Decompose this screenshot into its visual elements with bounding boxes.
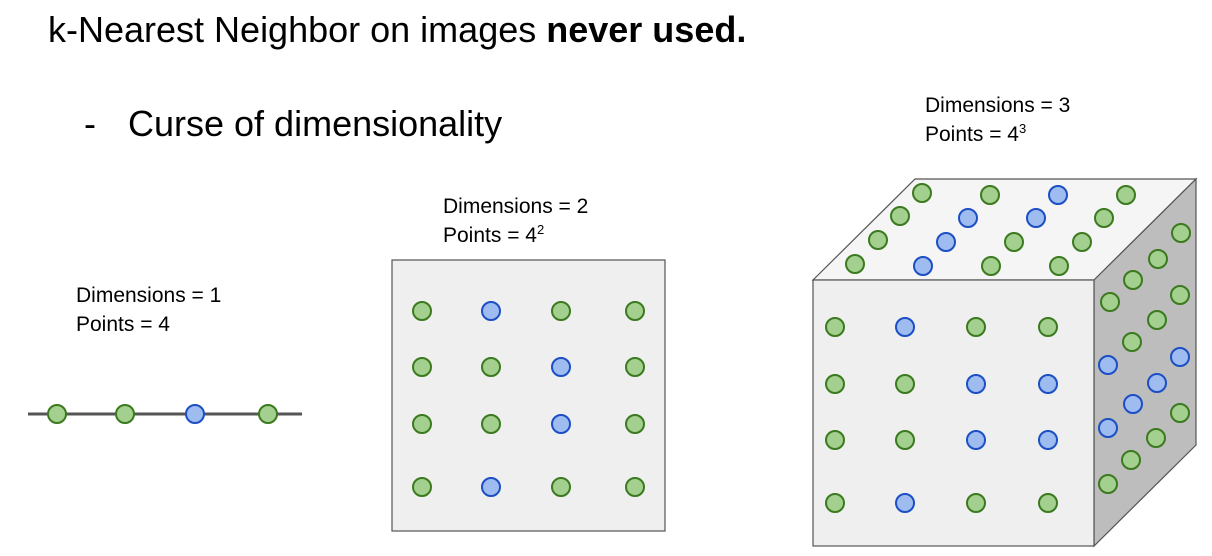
point-3d-top-blue xyxy=(936,232,956,252)
point-3d-top-green xyxy=(845,254,865,274)
point-3d-front-green xyxy=(825,430,845,450)
point-1d-green xyxy=(258,404,278,424)
point-2d-green xyxy=(625,414,645,434)
point-1d-green xyxy=(115,404,135,424)
point-3d-top-green xyxy=(980,185,1000,205)
point-3d-side-green xyxy=(1100,292,1120,312)
label-1d: Dimensions = 1 Points = 4 xyxy=(76,281,221,339)
point-3d-top-green xyxy=(912,183,932,203)
point-3d-side-green xyxy=(1170,403,1190,423)
point-3d-side-blue xyxy=(1098,418,1118,438)
point-3d-top-green xyxy=(981,256,1001,276)
cube-3d-group xyxy=(811,177,1198,548)
points-label-2d: Points = 42 xyxy=(443,221,588,250)
point-3d-front-green xyxy=(895,430,915,450)
point-3d-side-green xyxy=(1171,223,1191,243)
point-3d-top-green xyxy=(890,206,910,226)
point-3d-side-green xyxy=(1147,310,1167,330)
point-2d-green xyxy=(412,477,432,497)
point-2d-blue xyxy=(481,301,501,321)
point-3d-front-green xyxy=(825,493,845,513)
point-3d-top-green xyxy=(868,230,888,250)
points-label-1d: Points = 4 xyxy=(76,310,221,339)
square-2d-group xyxy=(391,259,666,532)
point-3d-top-blue xyxy=(1048,185,1068,205)
bullet-marker: - xyxy=(84,103,96,144)
point-2d-blue xyxy=(551,357,571,377)
square-2d xyxy=(391,259,666,532)
point-3d-top-green xyxy=(1049,256,1069,276)
point-2d-green xyxy=(625,477,645,497)
point-3d-side-green xyxy=(1121,450,1141,470)
dimensions-label-1d: Dimensions = 1 xyxy=(76,284,222,307)
point-3d-side-green xyxy=(1170,285,1190,305)
point-3d-top-green xyxy=(1072,232,1092,252)
point-3d-side-green xyxy=(1146,428,1166,448)
points-label-3d: Points = 43 xyxy=(925,120,1070,149)
point-3d-side-blue xyxy=(1123,394,1143,414)
point-2d-green xyxy=(481,414,501,434)
point-3d-front-green xyxy=(966,493,986,513)
point-2d-green xyxy=(551,301,571,321)
point-3d-side-green xyxy=(1123,270,1143,290)
point-3d-top-green xyxy=(1116,185,1136,205)
point-3d-front-green xyxy=(825,317,845,337)
dimensions-label-2d: Dimensions = 2 xyxy=(443,195,589,218)
point-3d-side-green xyxy=(1148,249,1168,269)
point-3d-front-blue xyxy=(966,374,986,394)
bullet-point: -Curse of dimensionality xyxy=(84,102,502,146)
point-2d-green xyxy=(625,301,645,321)
points-exponent-2d: 2 xyxy=(536,222,545,237)
point-3d-front-blue xyxy=(1038,374,1058,394)
point-3d-front-green xyxy=(1038,493,1058,513)
line-1d-group xyxy=(28,404,302,424)
point-2d-green xyxy=(412,414,432,434)
point-3d-side-green xyxy=(1122,332,1142,352)
point-3d-top-green xyxy=(1004,232,1024,252)
point-1d-blue xyxy=(185,404,205,424)
points-text-1d: Points = 4 xyxy=(76,313,170,336)
point-3d-side-green xyxy=(1098,474,1118,494)
point-2d-green xyxy=(481,357,501,377)
point-3d-front-green xyxy=(895,374,915,394)
point-3d-side-blue xyxy=(1098,355,1118,375)
points-exponent-3d: 3 xyxy=(1018,121,1027,136)
point-3d-top-green xyxy=(1094,208,1114,228)
point-3d-front-blue xyxy=(895,493,915,513)
point-3d-front-blue xyxy=(1038,430,1058,450)
point-3d-side-blue xyxy=(1170,347,1190,367)
point-3d-side-blue xyxy=(1147,373,1167,393)
point-2d-green xyxy=(551,477,571,497)
point-3d-front-green xyxy=(1038,317,1058,337)
point-3d-front-green xyxy=(825,374,845,394)
title-regular: k-Nearest Neighbor on images xyxy=(48,9,547,50)
point-3d-top-blue xyxy=(958,208,978,228)
point-2d-green xyxy=(412,357,432,377)
point-2d-blue xyxy=(481,477,501,497)
label-3d: Dimensions = 3 Points = 43 xyxy=(925,91,1070,149)
point-3d-front-green xyxy=(966,317,986,337)
point-3d-top-blue xyxy=(1026,208,1046,228)
point-2d-green xyxy=(625,357,645,377)
point-3d-front-blue xyxy=(966,430,986,450)
dimensions-label-3d: Dimensions = 3 xyxy=(925,94,1071,117)
point-1d-green xyxy=(47,404,67,424)
bullet-text: Curse of dimensionality xyxy=(128,103,503,144)
point-3d-front-blue xyxy=(895,317,915,337)
label-2d: Dimensions = 2 Points = 42 xyxy=(443,192,588,250)
point-2d-green xyxy=(412,301,432,321)
points-text-3d: Points = 4 xyxy=(925,123,1019,146)
title-bold: never used. xyxy=(546,9,747,50)
slide-title: k-Nearest Neighbor on images never used. xyxy=(48,8,746,52)
point-3d-top-blue xyxy=(913,256,933,276)
points-text-2d: Points = 4 xyxy=(443,224,537,247)
point-2d-blue xyxy=(551,414,571,434)
